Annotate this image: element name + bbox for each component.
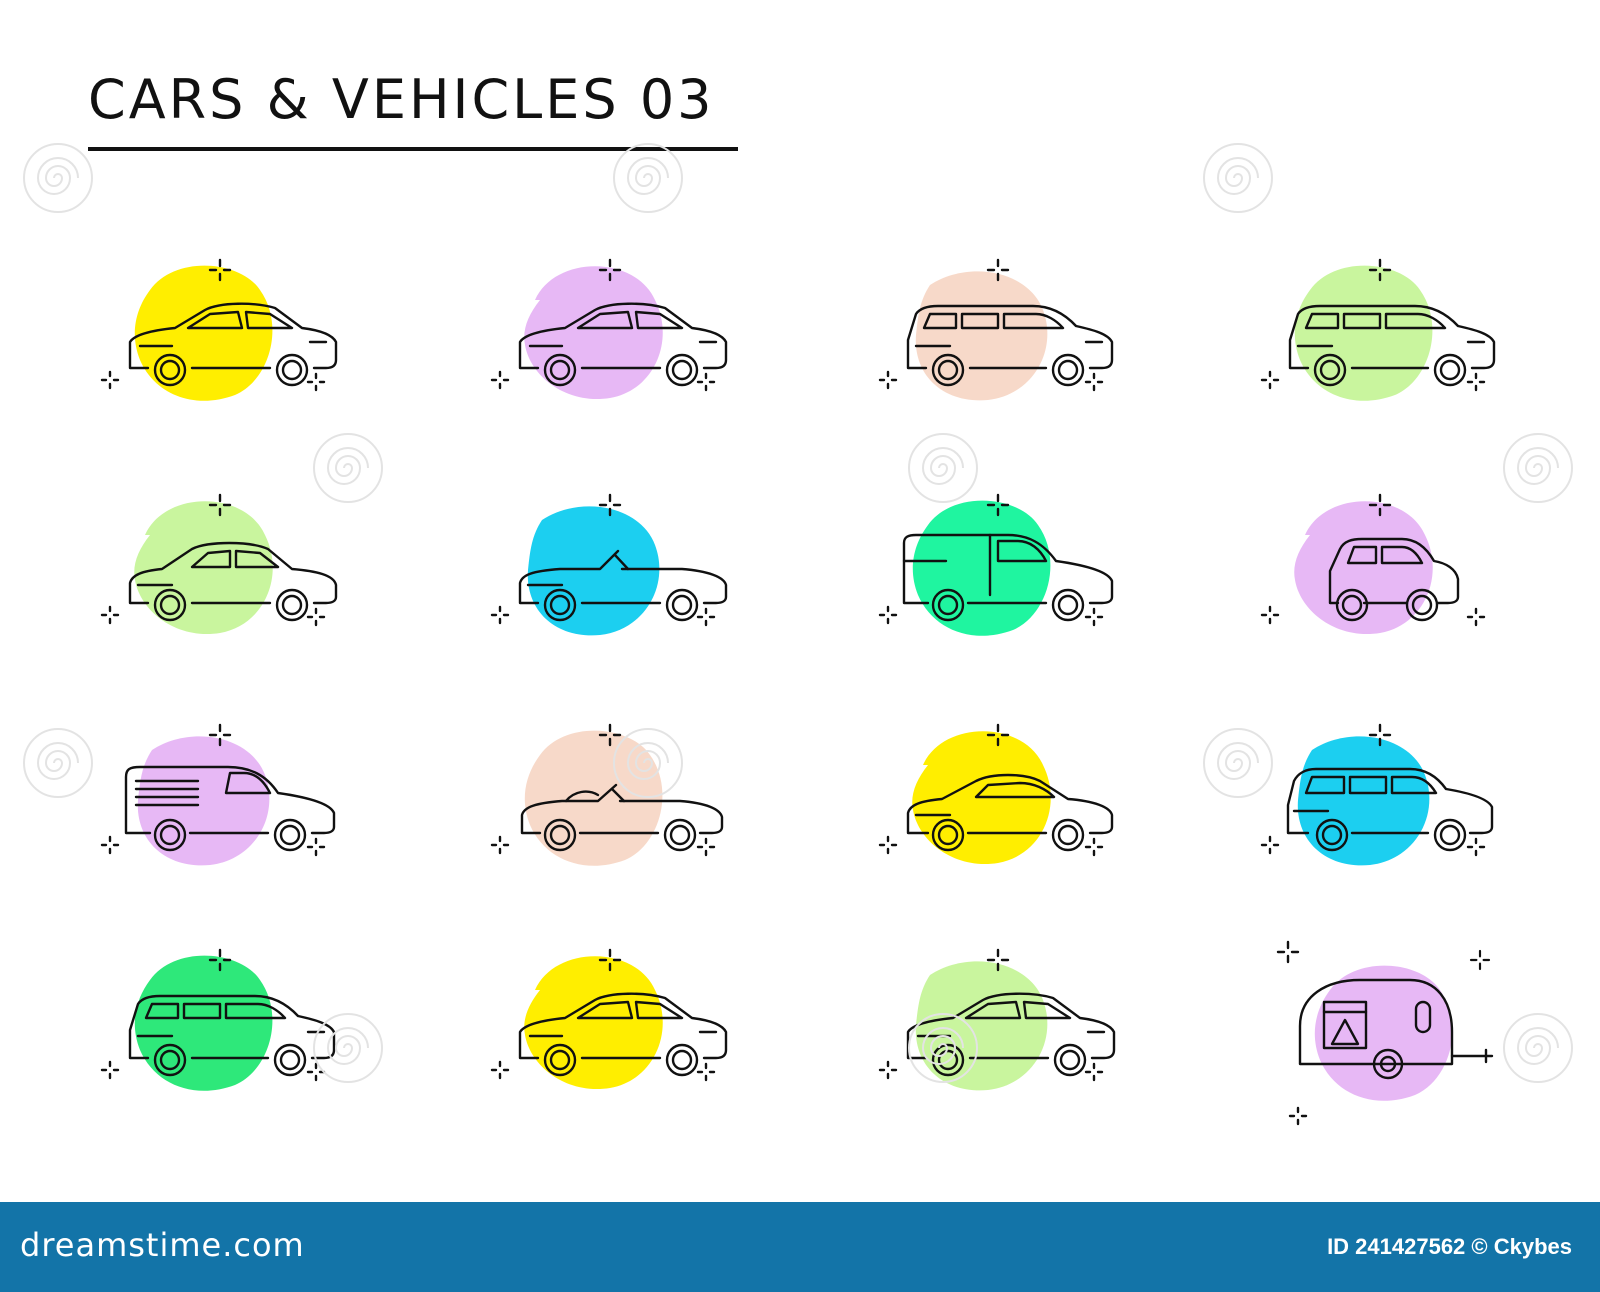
- watermark-spiral-icon: [1200, 140, 1276, 216]
- station-wagon-icon: [878, 258, 1114, 401]
- watermark-spiral-icon: [310, 1010, 386, 1086]
- convertible-icon: [490, 493, 728, 636]
- coupe-icon: [878, 723, 1114, 865]
- icon-cell-3: [858, 230, 1158, 450]
- watermark-spiral-icon: [20, 140, 96, 216]
- icon-grid: [80, 230, 1540, 1140]
- footer-bar: dreamstime.com ID 241427562 © Ckybes: [0, 1202, 1600, 1292]
- icon-cell-4: [1240, 230, 1540, 450]
- hatchback-icon: [490, 948, 728, 1090]
- image-credit: ID 241427562 © Ckybes: [1327, 1234, 1572, 1259]
- icon-cell-2: [470, 230, 770, 450]
- title-underline: [88, 147, 738, 151]
- watermark-spiral-icon: [1200, 725, 1276, 801]
- watermark-spiral-icon: [905, 430, 981, 506]
- icon-cell-12: [1240, 695, 1540, 915]
- icon-cell-9: [80, 695, 380, 915]
- icon-cell-13: [80, 920, 380, 1140]
- icon-cell-5: [80, 465, 380, 685]
- camper-trailer-icon: [1276, 940, 1494, 1126]
- icon-cell-14: [470, 920, 770, 1140]
- watermark-spiral-icon: [610, 725, 686, 801]
- sedan-icon: [100, 493, 338, 635]
- watermark-spiral-icon: [310, 430, 386, 506]
- icon-cell-15: [858, 920, 1158, 1140]
- icon-cell-7: [858, 465, 1158, 685]
- watermark-spiral-icon: [20, 725, 96, 801]
- icon-cell-1: [80, 230, 380, 450]
- station-wagon-icon: [100, 948, 336, 1091]
- brand-logo: dreamstime.com: [20, 1226, 305, 1264]
- suv-icon: [1260, 723, 1494, 866]
- icon-cell-16: [1240, 920, 1540, 1140]
- panel-van-icon: [100, 723, 336, 866]
- icon-cell-11: [858, 695, 1158, 915]
- watermark-spiral-icon: [1500, 430, 1576, 506]
- icon-cell-6: [470, 465, 770, 685]
- station-wagon-icon: [1260, 258, 1496, 401]
- icon-cell-8: [1240, 465, 1540, 685]
- page-title: CARS & VEHICLES 03: [88, 68, 715, 131]
- watermark-spiral-icon: [1500, 1010, 1576, 1086]
- hatchback-icon: [490, 258, 728, 400]
- city-car-icon: [1260, 493, 1486, 635]
- watermark-spiral-icon: [905, 1010, 981, 1086]
- watermark-spiral-icon: [610, 140, 686, 216]
- hatchback-icon: [878, 948, 1116, 1091]
- hatchback-icon: [100, 258, 338, 401]
- delivery-van-icon: [878, 493, 1114, 636]
